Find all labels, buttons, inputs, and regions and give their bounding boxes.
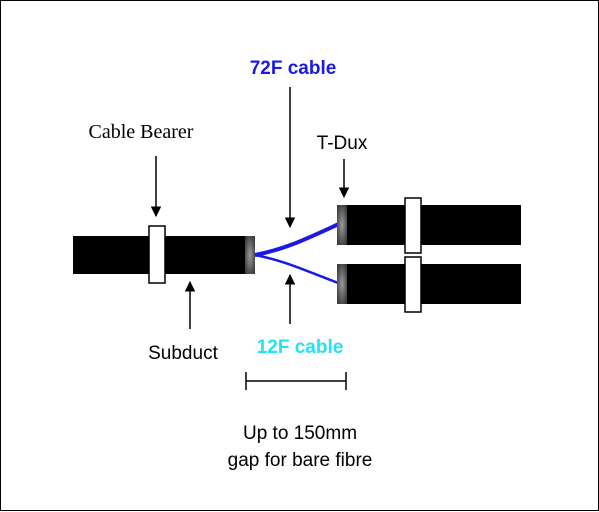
label-cable-bearer: Cable Bearer	[89, 121, 194, 143]
label-gap-line1: Up to 150mm	[243, 423, 357, 444]
t-dux-lower	[337, 256, 521, 313]
fibre-12f-lower	[254, 253, 342, 286]
label-t-dux: T-Dux	[317, 133, 368, 154]
t-dux-upper	[337, 197, 521, 254]
label-12f-cable: 12F cable	[257, 337, 344, 358]
label-gap-line2: gap for bare fibre	[228, 450, 373, 471]
gap-dimension	[245, 372, 347, 390]
fibre-72f-upper	[254, 221, 342, 257]
label-72f-cable: 72F cable	[250, 58, 337, 79]
cable-bearer	[148, 225, 166, 284]
label-subduct: Subduct	[148, 343, 218, 364]
